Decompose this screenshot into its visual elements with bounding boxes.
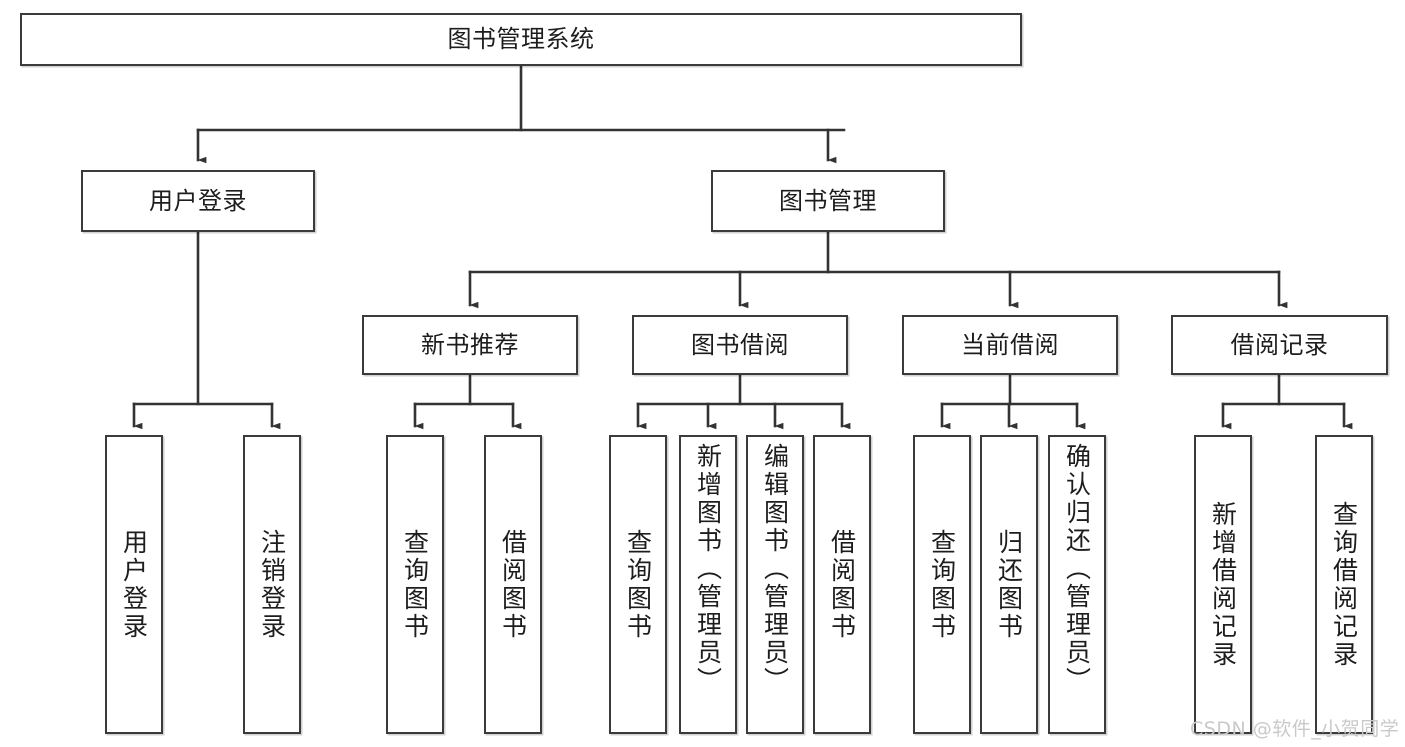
leaf-borrow-borrow-book-label: 借阅图书 — [827, 528, 857, 641]
node-root-system[interactable]: 图书管理系统 — [20, 13, 1022, 66]
leaf-current-return-book-label: 归还图书 — [994, 528, 1024, 641]
node-user-login[interactable]: 用户登录 — [81, 170, 315, 232]
leaf-recommend-borrow-book-label: 借阅图书 — [498, 528, 528, 641]
leaf-record-add-record-label: 新增借阅记录 — [1208, 500, 1238, 669]
leaf-borrow-query-book-label: 查询图书 — [623, 528, 653, 641]
leaf-borrow-edit-book[interactable]: 编辑图书（管理员） — [746, 435, 804, 734]
node-book-borrow[interactable]: 图书借阅 — [632, 315, 848, 375]
node-new-book-recommend-label: 新书推荐 — [421, 330, 519, 359]
node-borrow-record-label: 借阅记录 — [1230, 330, 1329, 359]
node-root-system-label: 图书管理系统 — [447, 25, 595, 54]
leaf-borrow-edit-book-label: 编辑图书（管理员） — [760, 443, 790, 695]
leaf-record-query-record[interactable]: 查询借阅记录 — [1315, 435, 1373, 734]
leaf-current-return-book[interactable]: 归还图书 — [980, 435, 1038, 734]
leaf-recommend-borrow-book[interactable]: 借阅图书 — [484, 435, 542, 734]
node-user-login-label: 用户登录 — [149, 186, 247, 215]
leaf-current-query-book-label: 查询图书 — [927, 528, 957, 641]
leaf-user-login-label: 用户登录 — [119, 528, 149, 641]
node-book-manage-label: 图书管理 — [779, 186, 877, 215]
node-current-borrow[interactable]: 当前借阅 — [902, 315, 1118, 375]
node-borrow-record[interactable]: 借阅记录 — [1171, 315, 1388, 375]
leaf-record-add-record[interactable]: 新增借阅记录 — [1194, 435, 1252, 734]
node-book-borrow-label: 图书借阅 — [691, 330, 789, 359]
leaf-current-confirm-return[interactable]: 确认归还（管理员） — [1048, 435, 1106, 734]
leaf-recommend-query-book[interactable]: 查询图书 — [386, 435, 444, 734]
node-book-manage[interactable]: 图书管理 — [711, 170, 945, 232]
leaf-current-query-book[interactable]: 查询图书 — [913, 435, 971, 734]
leaf-borrow-add-book[interactable]: 新增图书（管理员） — [679, 435, 737, 734]
leaf-recommend-query-book-label: 查询图书 — [400, 528, 430, 641]
leaf-borrow-query-book[interactable]: 查询图书 — [609, 435, 667, 734]
node-new-book-recommend[interactable]: 新书推荐 — [362, 315, 578, 375]
leaf-borrow-borrow-book[interactable]: 借阅图书 — [813, 435, 871, 734]
leaf-user-logout-label: 注销登录 — [257, 528, 287, 641]
leaf-user-logout[interactable]: 注销登录 — [243, 435, 301, 734]
leaf-user-login[interactable]: 用户登录 — [105, 435, 163, 734]
node-current-borrow-label: 当前借阅 — [961, 330, 1059, 359]
leaf-record-query-record-label: 查询借阅记录 — [1329, 500, 1359, 669]
leaf-borrow-add-book-label: 新增图书（管理员） — [693, 443, 723, 695]
leaf-current-confirm-return-label: 确认归还（管理员） — [1062, 443, 1092, 695]
